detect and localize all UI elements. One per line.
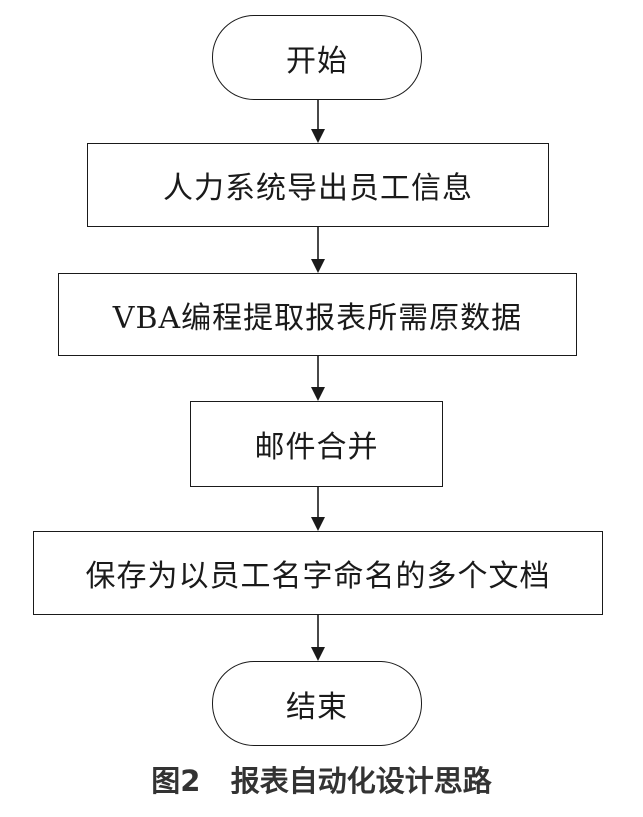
save-documents-label: 保存为以员工名字命名的多个文档 [85,559,551,594]
arrow-merge-to-save [311,487,325,531]
arrow-start-to-export [311,100,325,143]
save-documents-step: 保存为以员工名字命名的多个文档 [33,531,603,615]
export-employee-info-step: 人力系统导出员工信息 [87,143,549,227]
mail-merge-label: 邮件合并 [254,430,379,465]
end-terminal: 结束 [212,661,422,746]
vba-extract-data-step: VBA编程提取报表所需原数据 [58,273,577,356]
export-employee-info-label: 人力系统导出员工信息 [163,171,473,206]
end-label: 结束 [286,689,348,725]
arrow-export-to-vba [311,227,325,273]
start-label: 开始 [286,43,348,79]
vba-extract-data-label: VBA编程提取报表所需原数据 [112,300,523,336]
arrow-save-to-end [311,615,325,661]
mail-merge-step: 邮件合并 [190,401,443,487]
arrow-vba-to-merge [311,356,325,401]
figure-caption: 图2 报表自动化设计思路 [151,764,492,798]
start-terminal: 开始 [212,15,422,100]
